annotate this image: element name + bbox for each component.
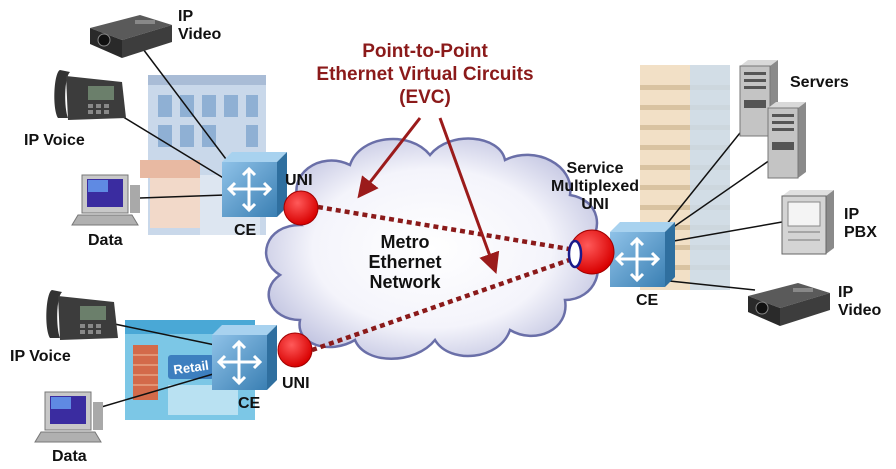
ce-label-right: CE [636,292,659,309]
title-line-2: Ethernet Virtual Circuits [316,64,534,85]
switch-arrows-icon [216,339,263,386]
ce-switch-right [610,222,675,287]
ce-switch-top [222,152,287,217]
servers-label: Servers [790,74,849,91]
ip-video-right-line-2: Video [838,302,882,319]
server-icon-1 [739,60,778,137]
title-line-3: (EVC) [399,87,451,108]
service-multiplexed-uni-label: Service Multiplexed UNI [540,160,650,214]
cloud-label-line-1: Metro [380,232,430,252]
service-uni-line-3: UNI [581,196,609,213]
uni-circle-bottom [277,332,313,368]
ip-pbx-line-1: IP [844,206,860,223]
ip-voice-label-bottom: IP Voice [10,348,71,365]
store-sign-text: Retail [172,358,209,378]
ip-pbx-line-2: PBX [844,224,877,241]
connection-lines [97,44,783,409]
desktop-pc-icon-top [71,174,140,226]
uni-circle-top [283,190,319,226]
desktop-pc-icon-bottom [34,391,103,443]
projector-icon-top [90,15,172,58]
arrow-to-cloud [357,117,422,199]
ip-video-top-line-2: Video [178,26,222,43]
cloud-label-line-3: Network [369,272,441,292]
ip-phone-icon-top [54,70,126,120]
ip-video-label-top: IP Video [178,8,221,44]
projector-icon-right [748,283,830,326]
ip-phone-icon-bottom [46,290,118,340]
data-label-bottom: Data [52,448,87,465]
ip-video-top-line-1: IP [178,8,194,25]
service-uni-line-2: Multiplexed [550,178,639,195]
ce-switch-bottom [212,325,277,390]
ip-pbx-icon [781,190,834,255]
uni-label-bottom: UNI [282,375,310,392]
arrow-to-evc [438,117,500,274]
data-label-top: Data [88,232,123,249]
service-uni-line-1: Service [566,160,624,177]
title-line-1: Point-to-Point [362,41,488,62]
evc-line-top [317,204,576,253]
metro-ethernet-cloud [264,137,599,360]
server-icon-2 [767,102,806,179]
ip-voice-label-top: IP Voice [24,132,85,149]
title-arrows [357,117,500,274]
ip-pbx-label: IP PBX [844,206,877,242]
uni-label-top: UNI [285,172,313,189]
ce-label-top: CE [234,222,257,239]
evc-line-bottom [311,255,576,353]
uni-service-multiplexed [567,229,615,275]
cloud-label: Metro Ethernet Network [340,232,470,292]
ip-video-label-right: IP Video [838,284,881,320]
cloud-label-line-2: Ethernet [368,252,442,272]
evc-circuits [311,204,576,353]
switch-arrows-icon [226,166,273,213]
ip-video-right-line-1: IP [838,284,854,301]
switch-arrows-icon [614,236,661,283]
diagram-title: Point-to-Point Ethernet Virtual Circuits… [275,40,575,109]
ce-label-bottom: CE [238,395,261,412]
